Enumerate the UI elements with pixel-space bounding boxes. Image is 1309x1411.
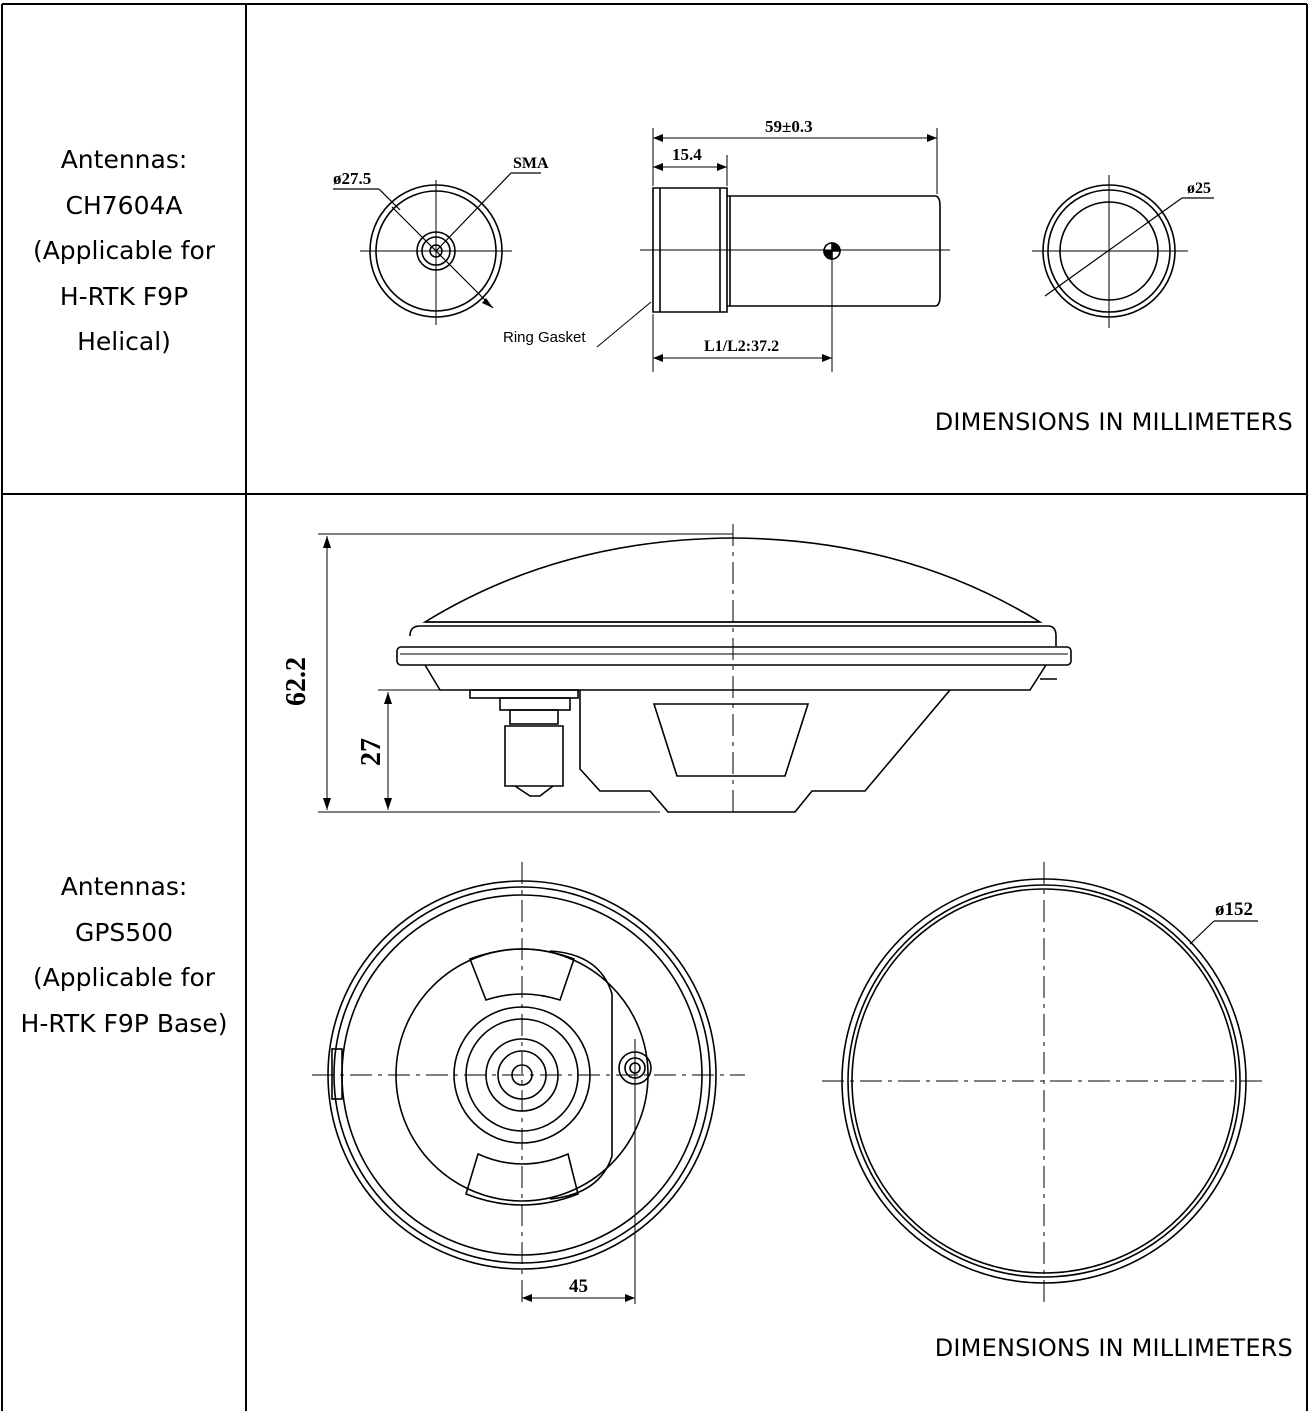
ch7604a-side-view bbox=[596, 128, 950, 372]
gps500-diameter: ø152 bbox=[1215, 899, 1253, 920]
gps500-bottom-view bbox=[822, 862, 1266, 1302]
gps500-height-base: 27 bbox=[356, 738, 387, 766]
ch7604a-ring-gasket: Ring Gasket bbox=[503, 329, 586, 346]
ch7604a-length-total: 59±0.3 bbox=[765, 117, 813, 136]
ch7604a-back-view bbox=[1032, 175, 1214, 328]
row1-label-line: (Applicable for bbox=[32, 236, 216, 265]
gps500-side-view bbox=[318, 524, 1072, 814]
gps500-top-view bbox=[312, 862, 745, 1304]
gps500-drawing: 62.2 27 45 ø152 bbox=[281, 524, 1266, 1304]
row1-label-line: Helical) bbox=[77, 327, 171, 356]
row1-antenna-label: Antennas: CH7604A (Applicable for H-RTK … bbox=[2, 137, 246, 365]
row2-label-line: H-RTK F9P Base) bbox=[20, 1008, 228, 1038]
ch7604a-back-diameter: ø25 bbox=[1187, 180, 1211, 197]
row2-dimensions-note: DIMENSIONS IN MILLIMETERS bbox=[934, 1334, 1293, 1362]
row1-dimensions-note: DIMENSIONS IN MILLIMETERS bbox=[934, 408, 1293, 436]
gps500-height-total: 62.2 bbox=[281, 657, 312, 706]
ch7604a-sma-label: SMA bbox=[513, 155, 549, 172]
ch7604a-front-diameter: ø27.5 bbox=[333, 169, 371, 188]
gps500-offset: 45 bbox=[569, 1276, 588, 1297]
row2-antenna-label: Antennas: GPS500 (Applicable for H-RTK F… bbox=[2, 864, 246, 1046]
row2-label-line: (Applicable for bbox=[32, 963, 216, 992]
ch7604a-drawing: ø27.5 SMA 59±0.3 15.4 Ring Gasket L1/L2:… bbox=[333, 117, 1214, 372]
row2-label-line: Antennas: bbox=[60, 872, 188, 901]
ch7604a-phase-center: L1/L2:37.2 bbox=[704, 338, 779, 355]
ch7604a-front-view bbox=[333, 172, 541, 325]
ch7604a-length-cap: 15.4 bbox=[672, 145, 702, 164]
row1-label-line: CH7604A bbox=[65, 190, 183, 220]
row1-label-line: Antennas: bbox=[60, 145, 188, 174]
row2-label-line: GPS500 bbox=[74, 917, 174, 947]
row1-label-line: H-RTK F9P bbox=[59, 281, 189, 311]
